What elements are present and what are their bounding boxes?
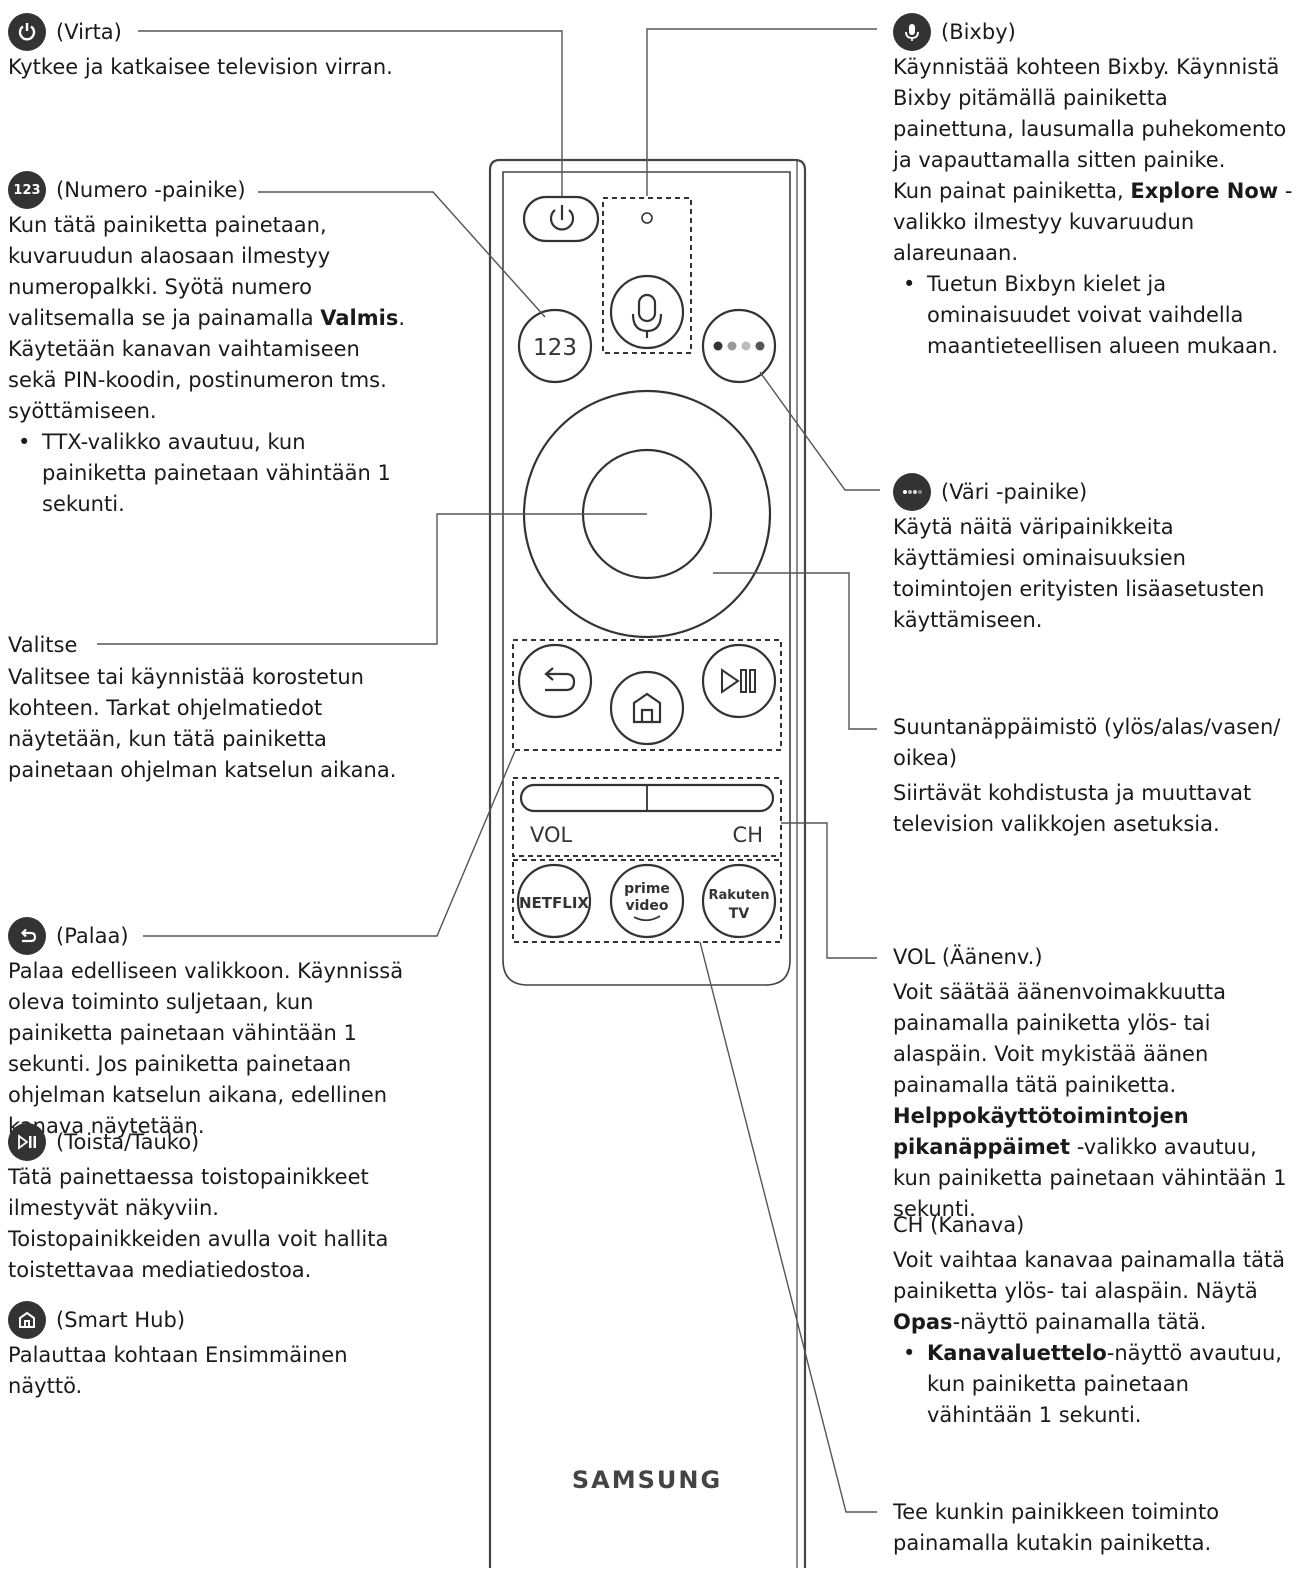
smart-hub-title: (Smart Hub) — [56, 1307, 186, 1332]
vol-title: VOL (Äänenv.) — [893, 945, 1043, 969]
play-pause-callout: (Toista/Tauko) Tätä painettaessa toistop… — [8, 1122, 408, 1286]
remote-bixby-button[interactable] — [609, 274, 685, 350]
prime-logo-text-2: video — [625, 898, 668, 914]
number-description: Kun tätä painiketta painetaan, kuvaruudu… — [8, 213, 406, 423]
power-callout: (Virta) Kytkee ja katkaisee television v… — [8, 12, 428, 83]
dpad-callout: Suuntanäppäimistö (ylös/alas/vasen/ oike… — [893, 712, 1288, 840]
number-callout: 123 (Numero -painike) Kun tätä painikett… — [8, 170, 408, 520]
ch-label: CH — [733, 823, 763, 847]
back-title: (Palaa) — [56, 923, 129, 948]
bixby-mic-hole — [641, 212, 653, 224]
power-title: (Virta) — [56, 19, 122, 44]
vol-callout: VOL (Äänenv.) Voit säätää äänenvoimakkuu… — [893, 942, 1288, 1225]
play-pause-icon — [8, 1123, 46, 1161]
remote-home-button[interactable] — [609, 670, 685, 746]
select-description: Valitsee tai käynnistää korostetun kohte… — [8, 665, 397, 782]
remote-back-button[interactable] — [517, 643, 593, 719]
remote-rakuten-button[interactable]: Rakuten TV — [701, 863, 777, 939]
samsung-logo: SAMSUNG — [572, 1466, 722, 1494]
apps-description: Tee kunkin painikkeen toiminto painamall… — [893, 1500, 1220, 1555]
dpad-title: Suuntanäppäimistö (ylös/alas/vasen/ oike… — [893, 715, 1281, 770]
remote-play-pause-button[interactable] — [701, 643, 777, 719]
ch-description: Voit vaihtaa kanavaa painamalla tätä pai… — [893, 1248, 1286, 1334]
prime-logo-text-1: prime — [624, 881, 670, 897]
remote-number-button[interactable]: 123 — [517, 308, 593, 384]
remote-netflix-button[interactable]: NETFLIX — [516, 863, 592, 939]
vol-ch-dashed-frame — [512, 777, 782, 857]
color-dots-icon — [893, 473, 931, 511]
play-pause-title: (Toista/Tauko) — [56, 1129, 200, 1154]
home-icon — [8, 1301, 46, 1339]
return-icon — [8, 917, 46, 955]
number-title: (Numero -painike) — [56, 177, 246, 202]
vol-label: VOL — [530, 823, 573, 847]
bixby-description: Käynnistää kohteen Bixby. Käynnistä Bixb… — [893, 55, 1287, 172]
remote-face-panel — [502, 171, 791, 986]
smart-hub-callout: (Smart Hub) Palauttaa kohtaan Ensimmäine… — [8, 1300, 428, 1402]
microphone-icon — [893, 13, 931, 51]
bixby-title: (Bixby) — [941, 19, 1016, 44]
rakuten-logo-text-2: TV — [729, 906, 750, 922]
bixby-description-2: Kun painat painiketta, Explore Now -vali… — [893, 179, 1293, 265]
color-description: Käytä näitä väripainikkeita käyttämiesi … — [893, 515, 1265, 632]
ch-title: CH (Kanava) — [893, 1213, 1025, 1237]
app-buttons-dashed-frame — [512, 859, 782, 943]
rakuten-logo-text-1: Rakuten — [709, 888, 770, 903]
select-callout: Valitse Valitsee tai käynnistää korostet… — [8, 628, 413, 786]
remote-color-button[interactable] — [701, 308, 777, 384]
apps-callout: Tee kunkin painikkeen toiminto painamall… — [893, 1497, 1288, 1559]
color-callout: (Väri -painike) Käytä näitä väripainikke… — [893, 472, 1288, 636]
ch-callout: CH (Kanava) Voit vaihtaa kanavaa painama… — [893, 1210, 1288, 1431]
bixby-callout: (Bixby) Käynnistää kohteen Bixby. Käynni… — [893, 12, 1293, 362]
play-pause-description: Tätä painettaessa toistopainikkeet ilmes… — [8, 1165, 389, 1282]
remote-power-button[interactable] — [522, 195, 600, 243]
power-description: Kytkee ja katkaisee television virran. — [8, 55, 393, 79]
smart-hub-description: Palauttaa kohtaan Ensimmäinen näyttö. — [8, 1343, 348, 1398]
back-description: Palaa edelliseen valikkoon. Käynnissä ol… — [8, 959, 404, 1138]
vol-description: Voit säätää äänenvoimakkuutta painamalla… — [893, 980, 1287, 1221]
number-123-icon: 123 — [8, 171, 46, 209]
dpad-description: Siirtävät kohdistusta ja muuttavat telev… — [893, 781, 1252, 836]
number-bullet: TTX-valikko avautuu, kun painiketta pain… — [8, 427, 408, 520]
select-title: Valitse — [8, 633, 78, 657]
bixby-bullet: Tuetun Bixbyn kielet ja ominaisuudet voi… — [893, 269, 1293, 362]
back-callout: (Palaa) Palaa edelliseen valikkoon. Käyn… — [8, 916, 408, 1142]
remote-prime-video-button[interactable]: prime video — [609, 863, 685, 939]
power-icon — [8, 13, 46, 51]
ch-bullet: Kanavaluettelo-näyttö avautuu, kun paini… — [893, 1338, 1288, 1431]
netflix-logo-text: NETFLIX — [519, 894, 589, 912]
number-key-label: 123 — [533, 335, 577, 361]
bixby-dashed-frame — [602, 197, 692, 354]
color-title: (Väri -painike) — [941, 479, 1088, 504]
